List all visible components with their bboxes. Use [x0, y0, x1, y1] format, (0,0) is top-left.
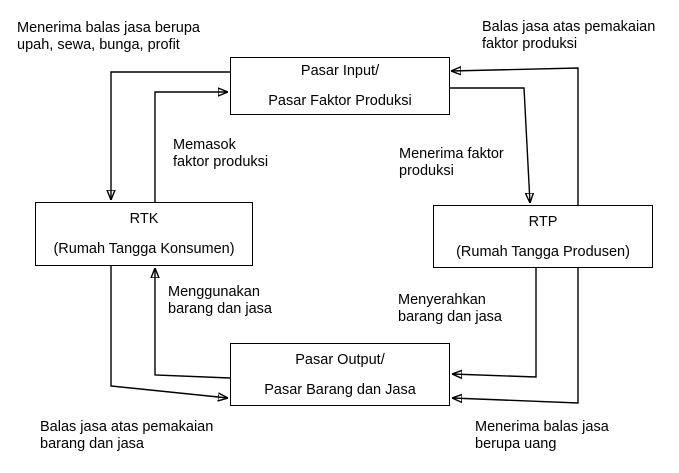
box-rtp-line1: RTP [528, 213, 558, 230]
arrow-rtp-to-pasar-input [451, 68, 579, 205]
box-pasar-output: Pasar Output/ Pasar Barang dan Jasa [230, 343, 450, 406]
label-menerima-faktor-produksi: Menerima faktor produksi [399, 146, 504, 180]
label-menerima-balas-jasa-uang: Menerima balas jasa berupa uang [475, 419, 609, 453]
label-line: berupa uang [475, 436, 557, 452]
label-line: barang dan jasa [398, 309, 502, 325]
box-rtk: RTK (Rumah Tangga Konsumen) [35, 202, 253, 266]
box-pasar-input-line2: Pasar Faktor Produksi [268, 93, 412, 109]
arrow-pasar-output-to-rtk [155, 268, 231, 379]
box-pasar-output-line2: Pasar Barang dan Jasa [264, 381, 416, 398]
label-balas-jasa-barang-jasa: Balas jasa atas pemakaian barang dan jas… [40, 419, 213, 453]
label-line: produksi [399, 163, 454, 179]
label-line: Memasok [173, 137, 236, 153]
label-menerima-balas-jasa-upah: Menerima balas jasa berupa upah, sewa, b… [17, 20, 200, 54]
label-memasok-faktor-produksi: Memasok faktor produksi [173, 137, 268, 171]
arrow-rtp-to-pasar-output-upper [452, 268, 537, 377]
label-line: upah, sewa, bunga, profit [17, 37, 180, 53]
arrow-rtp-to-pasar-output-lower [452, 268, 579, 404]
box-rtp: RTP (Rumah Tangga Produsen) [433, 205, 653, 268]
arrow-rtk-to-pasar-output [110, 266, 228, 398]
label-line: Menerima balas jasa [475, 419, 609, 435]
arrow-pasar-input-to-rtk [111, 71, 230, 200]
box-pasar-output-line1: Pasar Output/ [295, 351, 385, 368]
label-line: faktor produksi [482, 36, 578, 52]
label-balas-jasa-faktor-produksi: Balas jasa atas pemakaian faktor produks… [482, 19, 655, 53]
label-line: Menyerahkan [398, 292, 486, 308]
label-line: Menerima balas jasa berupa [17, 20, 200, 36]
box-pasar-input: Pasar Input/ Pasar Faktor Produksi [230, 57, 450, 115]
label-line: barang dan jasa [168, 301, 272, 317]
label-line: Balas jasa atas pemakaian [482, 19, 656, 35]
box-rtk-line1: RTK [129, 211, 159, 227]
box-rtp-line2: (Rumah Tangga Produsen) [456, 243, 630, 260]
label-line: barang dan jasa [40, 436, 144, 452]
arrow-rtk-to-pasar-input [154, 92, 228, 202]
box-pasar-input-line1: Pasar Input/ [300, 63, 380, 79]
box-rtk-line2: (Rumah Tangga Konsumen) [53, 241, 235, 257]
label-menggunakan-barang-jasa: Menggunakan barang dan jasa [168, 284, 272, 318]
label-line: Balas jasa atas pemakaian [40, 419, 214, 435]
label-line: Menerima faktor [399, 146, 504, 162]
label-menyerahkan-barang-jasa: Menyerahkan barang dan jasa [398, 292, 502, 326]
arrow-pasar-input-to-rtp [450, 87, 530, 203]
label-line: Menggunakan [168, 284, 260, 300]
label-line: faktor produksi [173, 154, 269, 170]
